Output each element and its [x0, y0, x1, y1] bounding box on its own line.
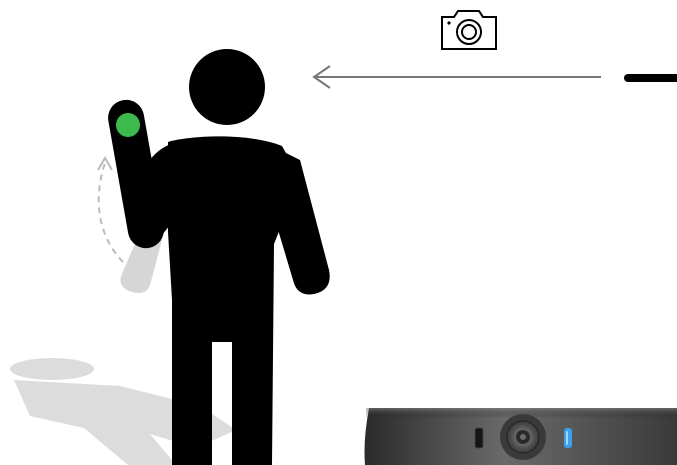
camera-lens-icon: [500, 414, 546, 460]
person-head: [189, 49, 265, 125]
camera-bar-device: [365, 408, 677, 465]
capture-arrow: [314, 66, 601, 88]
fingertip-marker: [116, 113, 140, 137]
camera-icon: [442, 11, 496, 49]
sensor-icon: [475, 428, 483, 448]
